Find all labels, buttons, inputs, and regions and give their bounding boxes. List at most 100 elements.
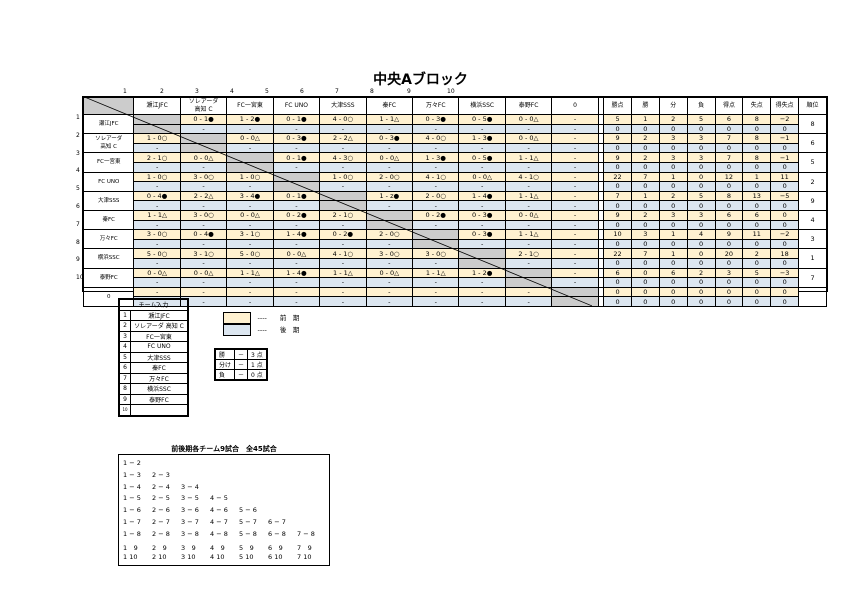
schedule-match: 1 − 4 xyxy=(123,482,141,491)
stat-cell: 0 xyxy=(742,286,772,298)
row-team-name: 横浜SSC xyxy=(82,248,135,269)
team-header: FC一宮東 xyxy=(226,97,274,115)
stat-cell: 0 xyxy=(714,123,744,135)
stat-cell: 0 xyxy=(630,161,660,173)
stat-header: 分 xyxy=(658,97,688,115)
team-name-field[interactable]: 大津SSS xyxy=(130,351,188,363)
schedule-title: 前後期各チーム9試合 全45試合 xyxy=(171,445,277,453)
row-number: 9 xyxy=(76,256,80,264)
points-value: 3 点 xyxy=(247,349,267,360)
team-name-field[interactable]: ソレアーダ 高知 C xyxy=(130,320,188,332)
team-name-field[interactable]: FC一宮東 xyxy=(130,330,188,342)
team-name-field[interactable] xyxy=(130,404,188,416)
team-name-field[interactable]: 泰野FC xyxy=(130,393,188,405)
stat-cell: 0 xyxy=(714,181,744,192)
legend: ---- 前 期 ---- 後 期 xyxy=(223,312,299,336)
column-number: 7 xyxy=(335,88,339,95)
schedule-match: 1 − 2 xyxy=(123,459,141,467)
team-header: 0 xyxy=(551,97,599,115)
stat-cell: 0 xyxy=(714,286,744,298)
stat-cell: 0 xyxy=(686,142,716,154)
row-number: 8 xyxy=(76,238,80,246)
stat-cell: 0 xyxy=(714,238,744,250)
team-index: 2 xyxy=(119,320,131,332)
schedule-match: 2 − 7 xyxy=(152,518,170,526)
schedule-match: 2 − 3 xyxy=(152,470,170,479)
stat-cell: 2 xyxy=(630,152,660,163)
stat-cell: 0 xyxy=(770,200,800,211)
stat-cell: 0 xyxy=(686,238,716,250)
second-half-swatch xyxy=(223,324,251,336)
team-name-field[interactable]: 万々FC xyxy=(130,372,188,384)
rank-cell: 2 xyxy=(798,171,827,192)
stat-cell: 0 xyxy=(658,200,688,211)
stat-cell: 0 xyxy=(658,219,688,231)
stat-cell: 12 xyxy=(714,171,744,183)
stat-cell: 0 xyxy=(770,296,800,307)
stat-cell: 0 xyxy=(658,181,688,192)
column-number: 9 xyxy=(407,88,411,95)
team-name-field[interactable]: 瀬江JFC xyxy=(130,309,188,321)
rank-cell: 1 xyxy=(798,248,827,269)
column-number: 6 xyxy=(300,88,304,95)
stat-cell: 8 xyxy=(742,152,772,163)
stat-cell: 0 xyxy=(714,277,744,288)
stat-cell: 0 xyxy=(770,286,800,298)
stat-cell: 0 xyxy=(658,277,688,288)
schedule-match: 1 − 7 xyxy=(123,518,141,526)
stat-cell: 5 xyxy=(742,267,772,279)
points-label: 負 xyxy=(214,369,236,380)
stat-cell: 0 xyxy=(658,238,688,250)
stat-cell: 0 xyxy=(603,161,632,173)
team-index: 1 xyxy=(119,309,131,321)
team-name-field[interactable]: 秦FC xyxy=(130,362,188,374)
stat-cell: 6 xyxy=(714,209,744,221)
stat-cell: 6 xyxy=(714,114,744,125)
team-index: 7 xyxy=(119,372,131,384)
schedule-match: 6 − 7 xyxy=(268,518,286,526)
stat-cell: 0 xyxy=(658,123,688,135)
stat-cell: 6 xyxy=(742,209,772,221)
stat-cell: 0 xyxy=(603,142,632,154)
schedule-match: 2 − 5 xyxy=(152,494,170,503)
stat-cell: 0 xyxy=(630,277,660,288)
stat-cell: 9 xyxy=(603,133,632,144)
team-index: 4 xyxy=(119,341,131,353)
stat-cell: 5 xyxy=(686,190,716,202)
separator xyxy=(597,296,605,307)
stat-cell: 0 xyxy=(770,142,800,154)
schedule-match: 3 − 6 xyxy=(181,506,199,515)
stat-cell: 0 xyxy=(603,286,632,298)
stat-cell: 0 xyxy=(630,200,660,211)
schedule-match: 1 10 xyxy=(123,553,138,562)
stat-cell: 10 xyxy=(603,229,632,240)
stat-header: 勝点 xyxy=(603,97,632,115)
rank-cell: 8 xyxy=(798,113,827,135)
stat-cell: 1 xyxy=(630,190,660,202)
stat-cell: 11 xyxy=(770,171,800,183)
stat-cell: 20 xyxy=(714,248,744,259)
schedule-match: 3 − 8 xyxy=(181,529,199,538)
points-dash: － xyxy=(234,349,249,360)
team-name-field[interactable]: FC UNO xyxy=(130,341,188,353)
stat-cell: 3 xyxy=(686,152,716,163)
stat-cell: 2 xyxy=(630,133,660,144)
points-dash: － xyxy=(234,359,249,370)
stat-cell: 0 xyxy=(714,142,744,154)
stat-cell: 0 xyxy=(630,286,660,298)
stat-cell: 0 xyxy=(603,181,632,192)
stat-cell: 0 xyxy=(742,161,772,173)
stat-cell: 0 xyxy=(630,219,660,231)
stat-cell: 0 xyxy=(742,296,772,307)
row-number: 4 xyxy=(76,167,80,175)
schedule-match: 5 − 7 xyxy=(239,518,257,526)
stat-cell: 0 xyxy=(658,142,688,154)
schedule-match: 6 9 xyxy=(268,543,283,552)
team-name-field[interactable]: 横浜SSC xyxy=(130,383,188,395)
stat-cell: 0 xyxy=(603,200,632,211)
